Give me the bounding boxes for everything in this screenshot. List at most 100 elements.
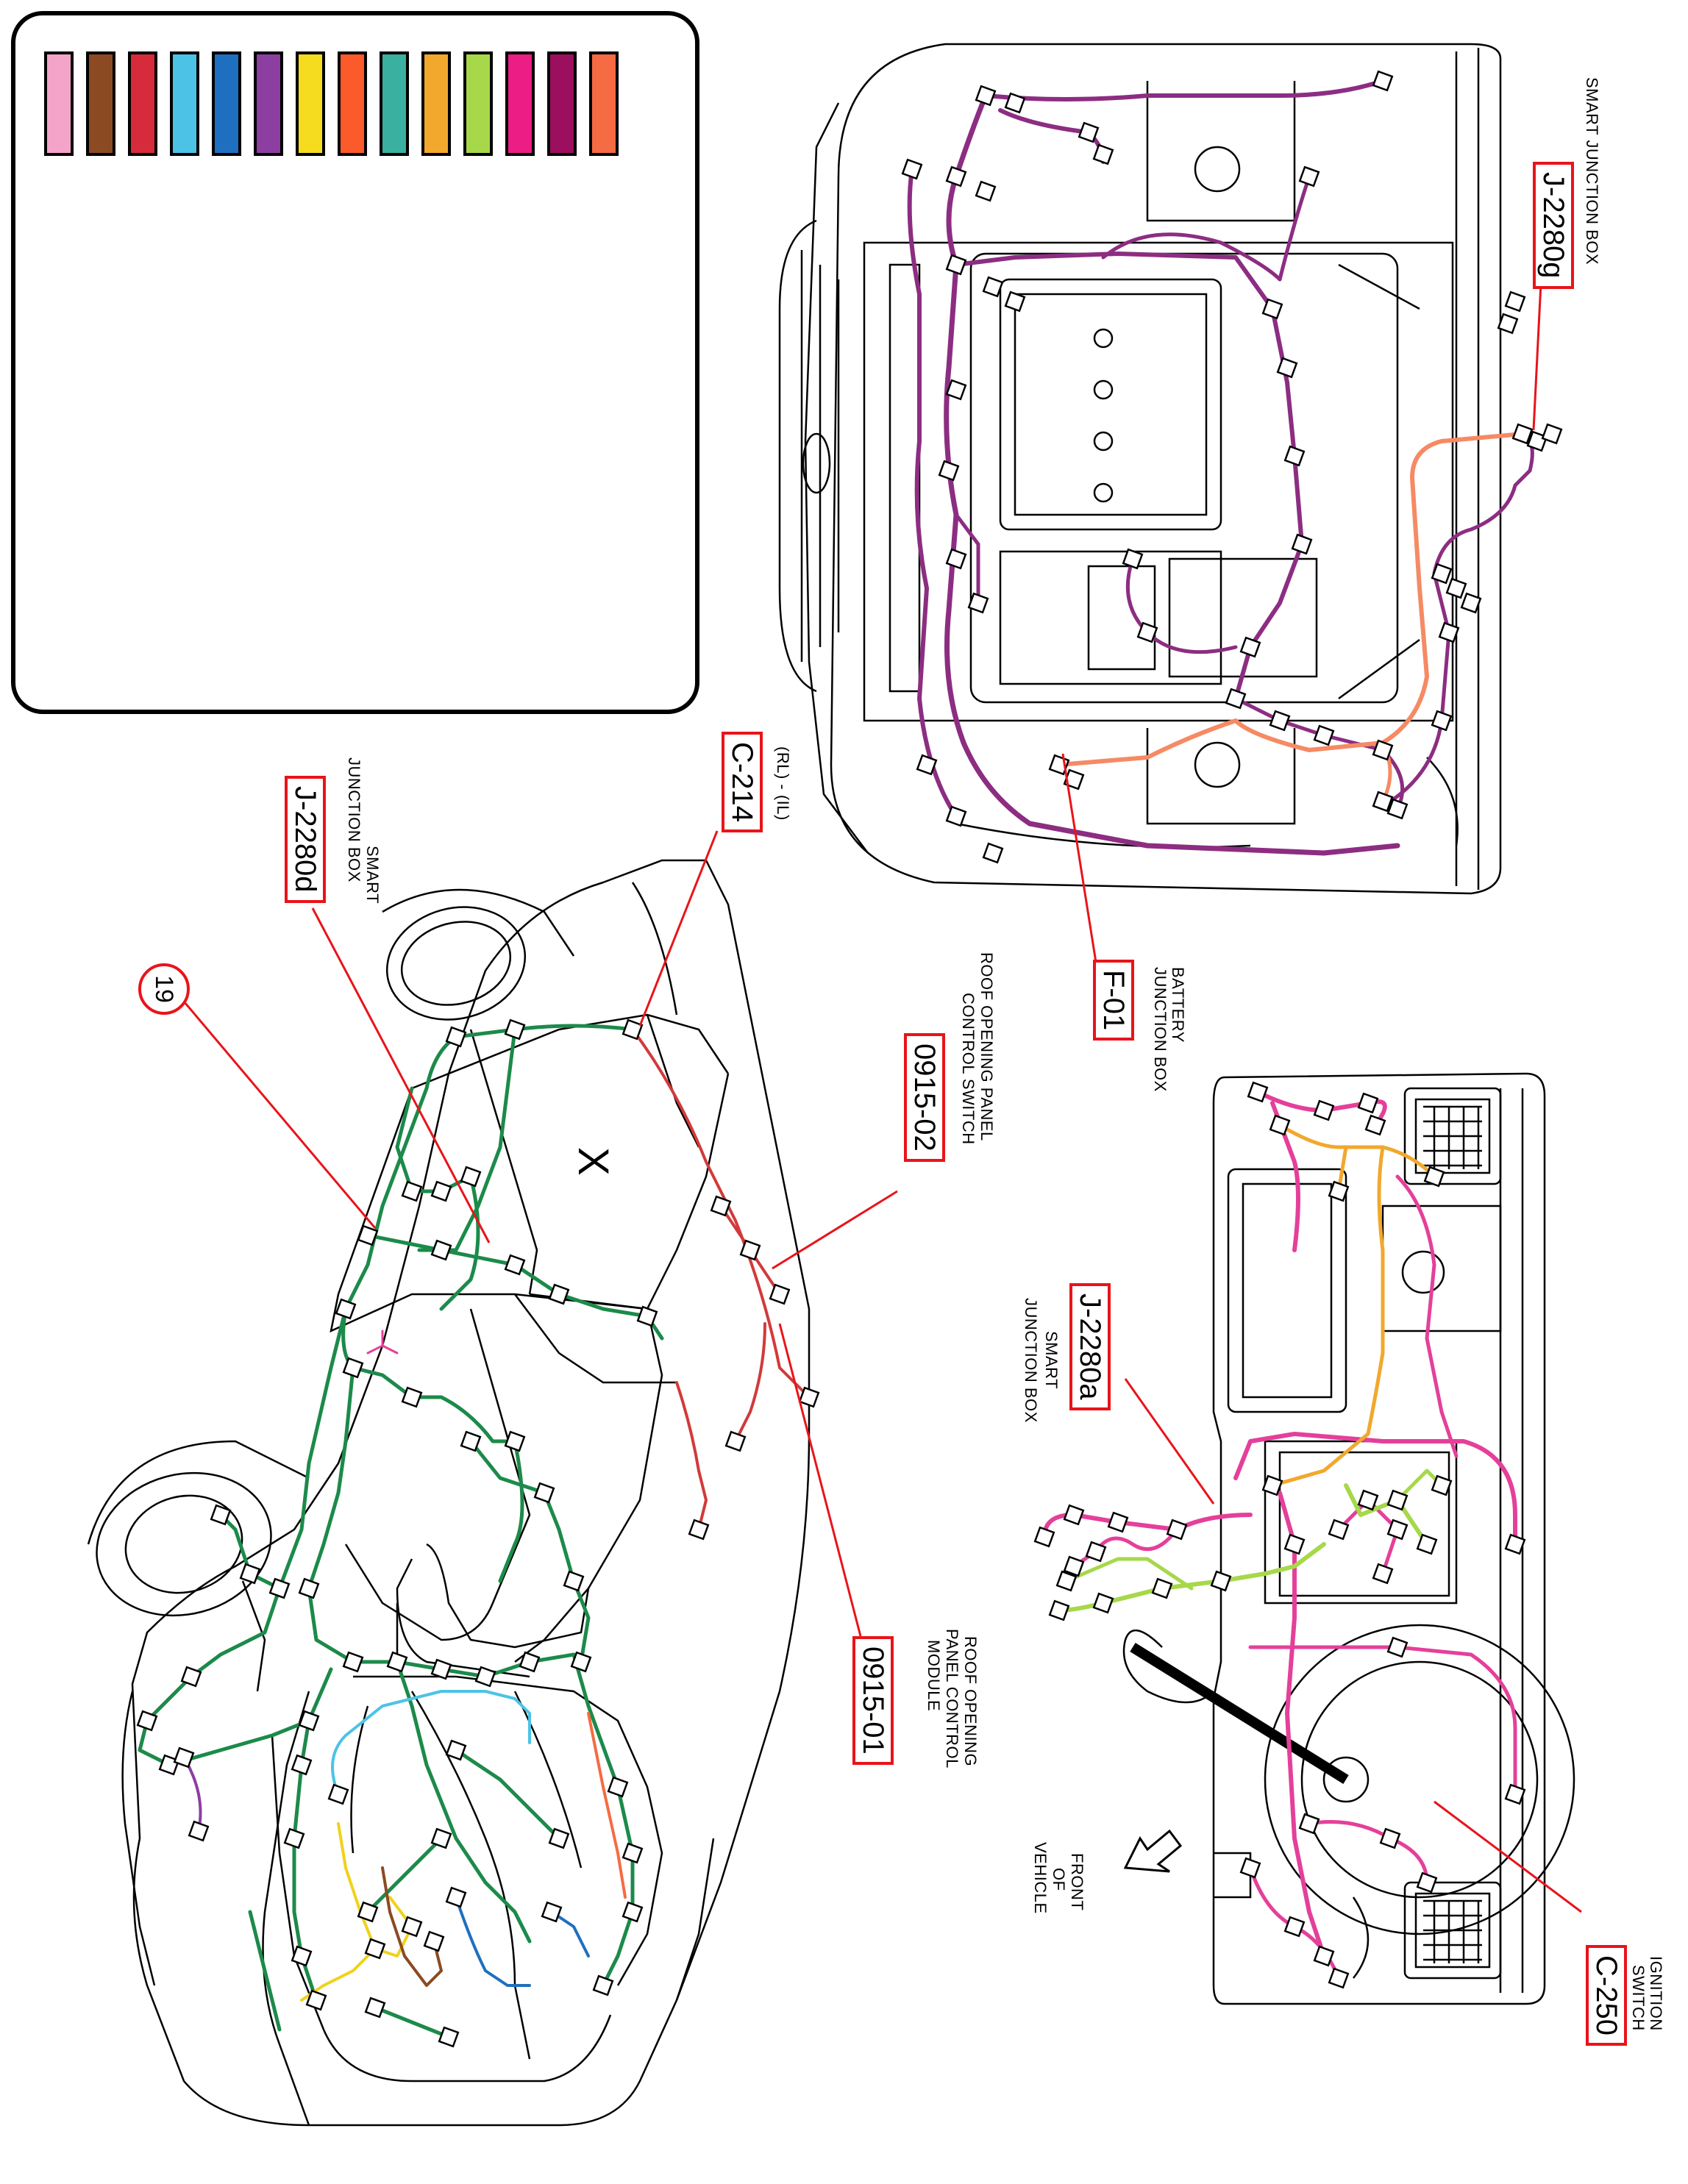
connector-icon[interactable] xyxy=(563,1570,585,1592)
connector-icon[interactable] xyxy=(460,1166,482,1188)
connector-icon[interactable] xyxy=(622,1901,644,1923)
connector-icon[interactable] xyxy=(460,1430,482,1452)
connector-icon[interactable] xyxy=(1261,298,1283,320)
connector-icon[interactable] xyxy=(548,1827,570,1849)
connector-icon[interactable] xyxy=(1004,290,1026,313)
connector-icon[interactable] xyxy=(1225,688,1247,710)
connector-icon[interactable] xyxy=(445,1026,467,1048)
connector-icon[interactable] xyxy=(1386,1489,1409,1511)
connector-icon[interactable] xyxy=(916,754,938,776)
connector-icon[interactable] xyxy=(533,1482,555,1504)
connector-icon[interactable] xyxy=(1063,1555,1085,1577)
connector-091501-label[interactable]: 0915-01 xyxy=(852,1636,894,1765)
connector-icon[interactable] xyxy=(1261,1474,1283,1496)
connector-j2280a-label[interactable]: J-2280a xyxy=(1069,1283,1111,1410)
connector-icon[interactable] xyxy=(945,805,967,827)
connector-icon[interactable] xyxy=(188,1820,210,1842)
connector-icon[interactable] xyxy=(1276,357,1298,379)
connector-icon[interactable] xyxy=(1364,1114,1386,1136)
connector-icon[interactable] xyxy=(622,1018,644,1041)
connector-icon[interactable] xyxy=(1210,1570,1232,1592)
connector-icon[interactable] xyxy=(1372,739,1394,761)
connector-icon[interactable] xyxy=(357,1901,379,1923)
connector-icon[interactable] xyxy=(504,1430,526,1452)
connector-icon[interactable] xyxy=(1357,1092,1379,1114)
connector-icon[interactable] xyxy=(1504,290,1526,313)
connector-icon[interactable] xyxy=(1386,1519,1409,1541)
connector-icon[interactable] xyxy=(739,1239,761,1261)
connector-icon[interactable] xyxy=(1431,563,1453,585)
connector-icon[interactable] xyxy=(1541,423,1563,445)
connector-icon[interactable] xyxy=(1328,1967,1350,1989)
connector-icon[interactable] xyxy=(724,1430,747,1452)
connector-icon[interactable] xyxy=(945,548,967,570)
connector-icon[interactable] xyxy=(607,1776,629,1798)
connector-icon[interactable] xyxy=(268,1577,291,1599)
connector-icon[interactable] xyxy=(335,1298,357,1320)
connector-icon[interactable] xyxy=(445,1886,467,1908)
connector-icon[interactable] xyxy=(357,1224,379,1246)
connector-icon[interactable] xyxy=(1313,724,1335,746)
connector-c214-label[interactable]: C-214 xyxy=(722,732,763,832)
connector-icon[interactable] xyxy=(423,1930,445,1952)
connector-icon[interactable] xyxy=(1357,1489,1379,1511)
connector-icon[interactable] xyxy=(1460,592,1482,614)
connector-icon[interactable] xyxy=(298,1710,320,1732)
connector-icon[interactable] xyxy=(548,1283,570,1305)
connector-icon[interactable] xyxy=(210,1504,232,1526)
connector-icon[interactable] xyxy=(401,1916,423,1938)
connector-icon[interactable] xyxy=(401,1180,423,1202)
connector-icon[interactable] xyxy=(1283,1916,1306,1938)
connector-icon[interactable] xyxy=(1048,1599,1070,1621)
connector-icon[interactable] xyxy=(445,1739,467,1761)
connector-icon[interactable] xyxy=(1269,1114,1291,1136)
connector-icon[interactable] xyxy=(239,1563,261,1585)
connector-icon[interactable] xyxy=(1291,533,1313,555)
connector-icon[interactable] xyxy=(386,1651,408,1673)
connector-icon[interactable] xyxy=(1269,710,1291,732)
ground-point-19-label[interactable]: 19 xyxy=(138,963,190,1015)
connector-icon[interactable] xyxy=(982,276,1004,298)
connector-icon[interactable] xyxy=(519,1651,541,1673)
connector-icon[interactable] xyxy=(1386,798,1409,820)
connector-icon[interactable] xyxy=(180,1666,202,1688)
connector-icon[interactable] xyxy=(438,2026,460,2048)
connector-icon[interactable] xyxy=(938,460,960,482)
connector-icon[interactable] xyxy=(136,1710,158,1732)
connector-icon[interactable] xyxy=(1166,1519,1188,1541)
connector-icon[interactable] xyxy=(967,592,989,614)
connector-icon[interactable] xyxy=(1283,445,1306,467)
connector-icon[interactable] xyxy=(1328,1180,1350,1202)
connector-icon[interactable] xyxy=(1298,1813,1320,1835)
connector-icon[interactable] xyxy=(901,158,923,180)
connector-icon[interactable] xyxy=(945,165,967,188)
connector-icon[interactable] xyxy=(798,1386,820,1408)
connector-icon[interactable] xyxy=(769,1283,791,1305)
connector-091502-label[interactable]: 0915-02 xyxy=(904,1033,945,1162)
connector-icon[interactable] xyxy=(945,254,967,276)
connector-icon[interactable] xyxy=(1136,621,1158,643)
connector-icon[interactable] xyxy=(592,1974,614,1996)
connector-icon[interactable] xyxy=(1431,1474,1453,1496)
connector-icon[interactable] xyxy=(1063,1504,1085,1526)
connector-icon[interactable] xyxy=(710,1195,732,1217)
connector-icon[interactable] xyxy=(622,1842,644,1864)
connector-icon[interactable] xyxy=(1328,1519,1350,1541)
connector-icon[interactable] xyxy=(975,180,997,202)
connector-icon[interactable] xyxy=(1239,636,1261,658)
connector-icon[interactable] xyxy=(1386,1636,1409,1658)
connector-icon[interactable] xyxy=(1372,70,1394,92)
connector-icon[interactable] xyxy=(430,1658,452,1680)
connector-icon[interactable] xyxy=(342,1357,364,1379)
connector-icon[interactable] xyxy=(1497,313,1519,335)
connector-icon[interactable] xyxy=(1151,1577,1173,1599)
connector-j2280g-label[interactable]: J-2280g xyxy=(1533,162,1574,289)
connector-icon[interactable] xyxy=(364,1938,386,1960)
connector-icon[interactable] xyxy=(1055,1570,1078,1592)
connector-icon[interactable] xyxy=(1511,423,1534,445)
connector-icon[interactable] xyxy=(283,1827,305,1849)
connector-icon[interactable] xyxy=(430,1239,452,1261)
connector-icon[interactable] xyxy=(688,1519,710,1541)
connector-icon[interactable] xyxy=(1122,548,1144,570)
connector-icon[interactable] xyxy=(982,842,1004,864)
